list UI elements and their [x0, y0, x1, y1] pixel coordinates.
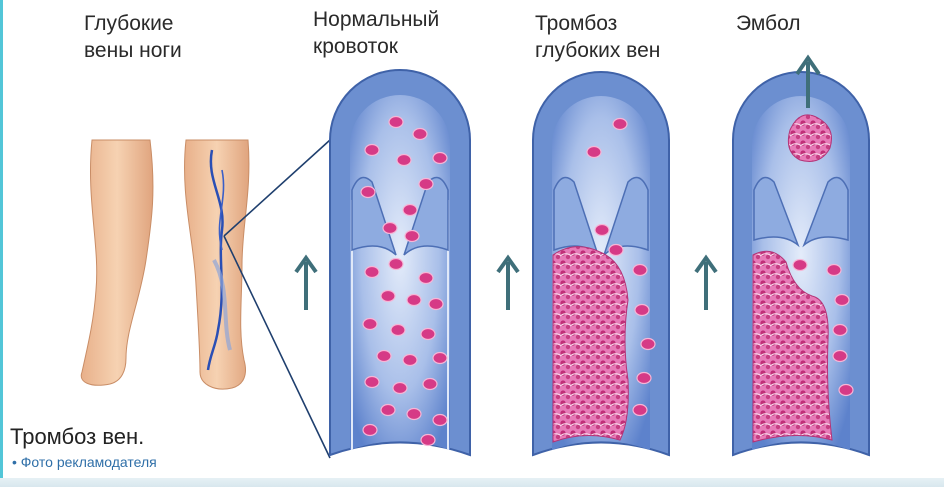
red-blood-cell [419, 179, 433, 190]
red-blood-cell [833, 325, 847, 336]
red-blood-cell [363, 319, 377, 330]
red-blood-cell [361, 187, 375, 198]
red-blood-cell [587, 147, 601, 158]
red-blood-cell [403, 205, 417, 216]
red-blood-cell [433, 353, 447, 364]
red-blood-cell [633, 405, 647, 416]
red-blood-cell [381, 405, 395, 416]
red-blood-cell [391, 325, 405, 336]
red-blood-cell [405, 231, 419, 242]
red-blood-cell [397, 155, 411, 166]
red-blood-cell [377, 351, 391, 362]
red-blood-cell [419, 273, 433, 284]
red-blood-cell [839, 385, 853, 396]
red-blood-cell [421, 435, 435, 446]
red-blood-cell [383, 223, 397, 234]
red-blood-cell [403, 355, 417, 366]
right-leg-with-veins-image [185, 140, 249, 389]
left-leg-image [81, 140, 153, 385]
red-blood-cell [595, 225, 609, 236]
red-blood-cell [641, 339, 655, 350]
vein-thrombosis [533, 72, 669, 455]
red-blood-cell [609, 245, 623, 256]
up-arrow-icon [296, 258, 316, 310]
up-arrow-icon [498, 258, 518, 310]
figure-caption: Тромбоз вен. [10, 424, 144, 450]
red-blood-cell [421, 329, 435, 340]
red-blood-cell [413, 129, 427, 140]
red-blood-cell [365, 145, 379, 156]
red-blood-cell [793, 260, 807, 271]
red-blood-cell [365, 377, 379, 388]
red-blood-cell [365, 267, 379, 278]
red-blood-cell [633, 265, 647, 276]
photo-credit: • Фото рекламодателя [12, 454, 157, 470]
red-blood-cell [389, 259, 403, 270]
red-blood-cell [393, 383, 407, 394]
red-blood-cell [429, 299, 443, 310]
red-blood-cell [835, 295, 849, 306]
red-blood-cell [407, 409, 421, 420]
red-blood-cell [433, 415, 447, 426]
red-blood-cell [635, 305, 649, 316]
red-blood-cell [433, 153, 447, 164]
red-blood-cell [363, 425, 377, 436]
red-blood-cell [381, 291, 395, 302]
red-blood-cell [407, 295, 421, 306]
red-blood-cell [389, 117, 403, 128]
red-blood-cell [827, 265, 841, 276]
red-blood-cell [423, 379, 437, 390]
up-arrow-icon [696, 258, 716, 310]
red-blood-cell [613, 119, 627, 130]
red-blood-cell [833, 351, 847, 362]
red-blood-cell [637, 373, 651, 384]
